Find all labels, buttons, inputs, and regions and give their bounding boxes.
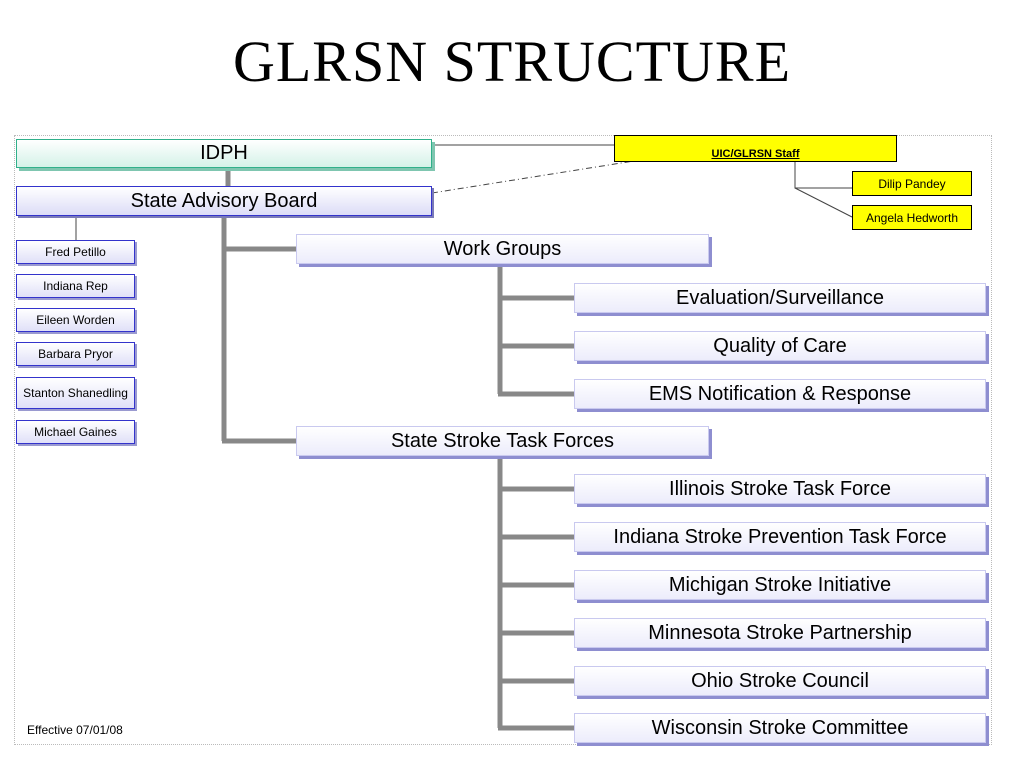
task-force-label: Minnesota Stroke Partnership [648,621,912,644]
board-member-label: Barbara Pryor [38,347,113,361]
board-member-label: Fred Petillo [45,245,106,259]
staff-member-box: Angela Hedworth [852,205,972,230]
task-force-label: Indiana Stroke Prevention Task Force [613,525,947,548]
task-force-item: Indiana Stroke Prevention Task Force [574,522,986,552]
work-groups-box: Work Groups [296,234,709,264]
task-force-item: Minnesota Stroke Partnership [574,618,986,648]
staff-box: UIC/GLRSN Staff [614,135,897,162]
board-member-box: Barbara Pryor [16,342,135,366]
work-groups-label: Work Groups [443,237,562,260]
advisory-board-box: State Advisory Board [16,186,432,216]
work-group-item: EMS Notification & Response [574,379,986,409]
task-forces-label: State Stroke Task Forces [390,429,615,452]
board-member-label: Stanton Shanedling [23,386,128,400]
staff-label: UIC/GLRSN Staff [711,148,800,160]
work-group-label: EMS Notification & Response [648,382,912,405]
staff-member-box: Dilip Pandey [852,171,972,196]
board-member-box: Michael Gaines [16,420,135,444]
task-force-label: Illinois Stroke Task Force [669,477,891,500]
task-force-item: Wisconsin Stroke Committee [574,713,986,743]
task-forces-box: State Stroke Task Forces [296,426,709,456]
board-member-label: Michael Gaines [34,425,117,439]
work-group-label: Quality of Care [713,334,847,357]
board-member-label: Indiana Rep [43,279,108,293]
work-group-item: Quality of Care [574,331,986,361]
task-force-item: Ohio Stroke Council [574,666,986,696]
idph-box: IDPH [16,139,432,168]
page-title: GLRSN STRUCTURE [232,29,791,94]
task-force-label: Ohio Stroke Council [691,669,869,692]
staff-member-label: Dilip Pandey [878,176,946,191]
effective-date: Effective 07/01/08 [27,723,123,737]
task-force-label: Michigan Stroke Initiative [668,573,892,596]
idph-label: IDPH [200,142,248,164]
board-member-box: Indiana Rep [16,274,135,298]
board-member-box: Stanton Shanedling [16,377,135,409]
chart-frame [14,135,992,745]
task-force-item: Illinois Stroke Task Force [574,474,986,504]
staff-member-label: Angela Hedworth [865,210,959,225]
task-force-item: Michigan Stroke Initiative [574,570,986,600]
advisory-board-label: State Advisory Board [130,189,318,212]
task-force-label: Wisconsin Stroke Committee [651,716,909,739]
board-member-box: Eileen Worden [16,308,135,332]
board-member-label: Eileen Worden [36,313,115,327]
board-member-box: Fred Petillo [16,240,135,264]
work-group-label: Evaluation/Surveillance [676,286,884,309]
work-group-item: Evaluation/Surveillance [574,283,986,313]
